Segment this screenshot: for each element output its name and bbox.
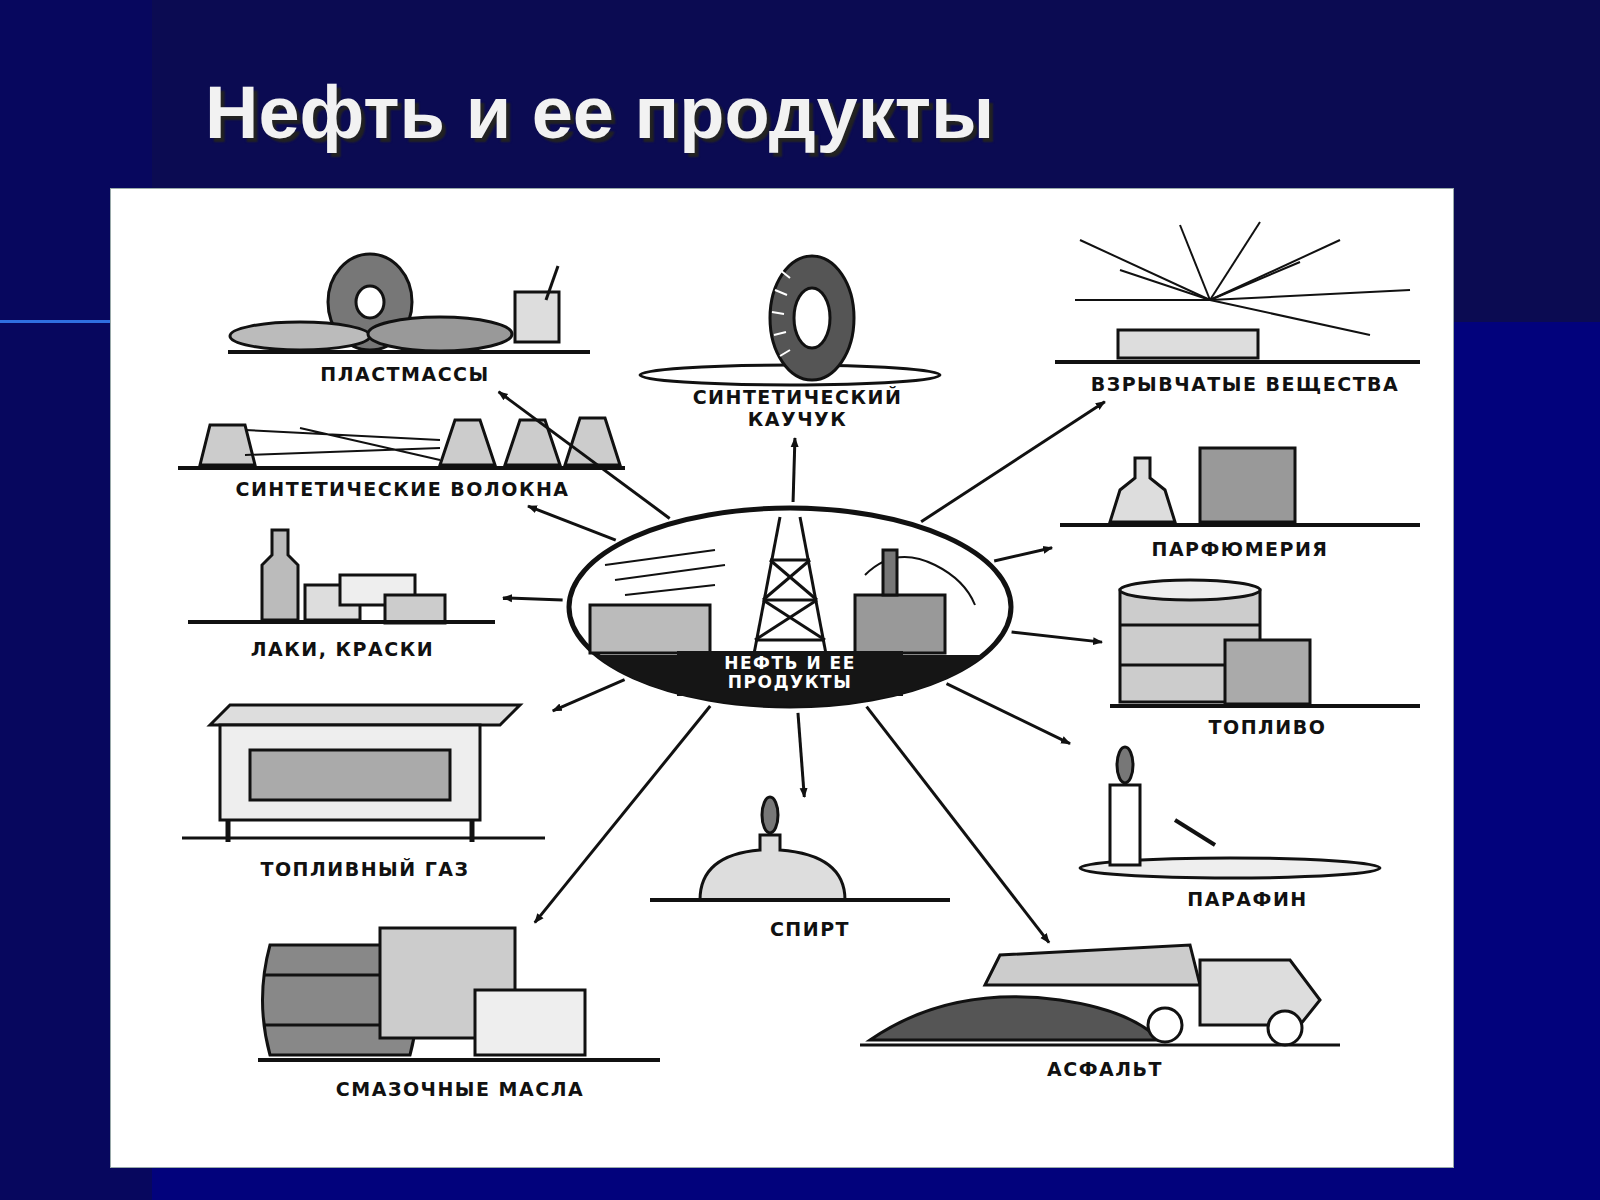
product-label: ТОПЛИВНЫЙ ГАЗ: [256, 859, 473, 881]
product-arrow: [798, 713, 804, 797]
product-arrow: [921, 402, 1105, 522]
product-arrow: [994, 548, 1052, 561]
product-label: АСФАЛЬТ: [1043, 1059, 1167, 1081]
product-item: СИНТЕТИЧЕСКИЙ КАУЧУК: [625, 265, 970, 435]
product-item: ПЛАСТМАССЫ: [215, 255, 595, 390]
product-item: ТОПЛИВО: [1105, 578, 1430, 743]
product-item: ВЗРЫВЧАТЫЕ ВЕЩЕСТВА: [1060, 220, 1430, 400]
accent-rule: [0, 320, 112, 323]
product-arrow: [503, 598, 563, 600]
product-label: ПЛАСТМАССЫ: [316, 364, 493, 386]
product-label: СМАЗОЧНЫЕ МАСЛА: [332, 1079, 588, 1101]
product-arrow: [528, 506, 616, 540]
product-arrow: [1012, 632, 1102, 642]
product-item: СМАЗОЧНЫЕ МАСЛА: [255, 925, 665, 1105]
product-item: ТОПЛИВНЫЙ ГАЗ: [180, 700, 550, 885]
product-label: ВЗРЫВЧАТЫЕ ВЕЩЕСТВА: [1087, 374, 1404, 396]
product-item: ПАРФЮМЕРИЯ: [1055, 445, 1425, 565]
product-arrow: [553, 680, 625, 711]
product-label: ТОПЛИВО: [1205, 717, 1331, 739]
product-label: ПАРФЮМЕРИЯ: [1147, 539, 1332, 561]
slide-title: Нефть и ее продукты: [205, 70, 994, 155]
product-arrow: [867, 707, 1049, 943]
product-item: ЛАКИ, КРАСКИ: [185, 520, 500, 665]
product-item: АСФАЛЬТ: [860, 945, 1350, 1085]
product-item: СИНТЕТИЧЕСКИЕ ВОЛОКНА: [175, 410, 630, 505]
product-arrow: [947, 684, 1071, 744]
product-arrow: [793, 438, 795, 502]
central-circle: НЕФТЬ И ЕЕ ПРОДУКТЫ: [565, 505, 1015, 710]
product-label: ПАРАФИН: [1183, 889, 1311, 911]
center-label: НЕФТЬ И ЕЕ ПРОДУКТЫ: [677, 651, 903, 696]
product-label: СИНТЕТИЧЕСКИЙ КАУЧУК: [654, 387, 942, 431]
product-arrow: [535, 706, 710, 923]
product-item: ПАРАФИН: [1070, 745, 1425, 915]
product-label: СПИРТ: [766, 919, 854, 941]
product-label: СИНТЕТИЧЕСКИЕ ВОЛОКНА: [231, 479, 573, 501]
product-item: СПИРТ: [650, 800, 970, 945]
product-label: ЛАКИ, КРАСКИ: [247, 639, 438, 661]
